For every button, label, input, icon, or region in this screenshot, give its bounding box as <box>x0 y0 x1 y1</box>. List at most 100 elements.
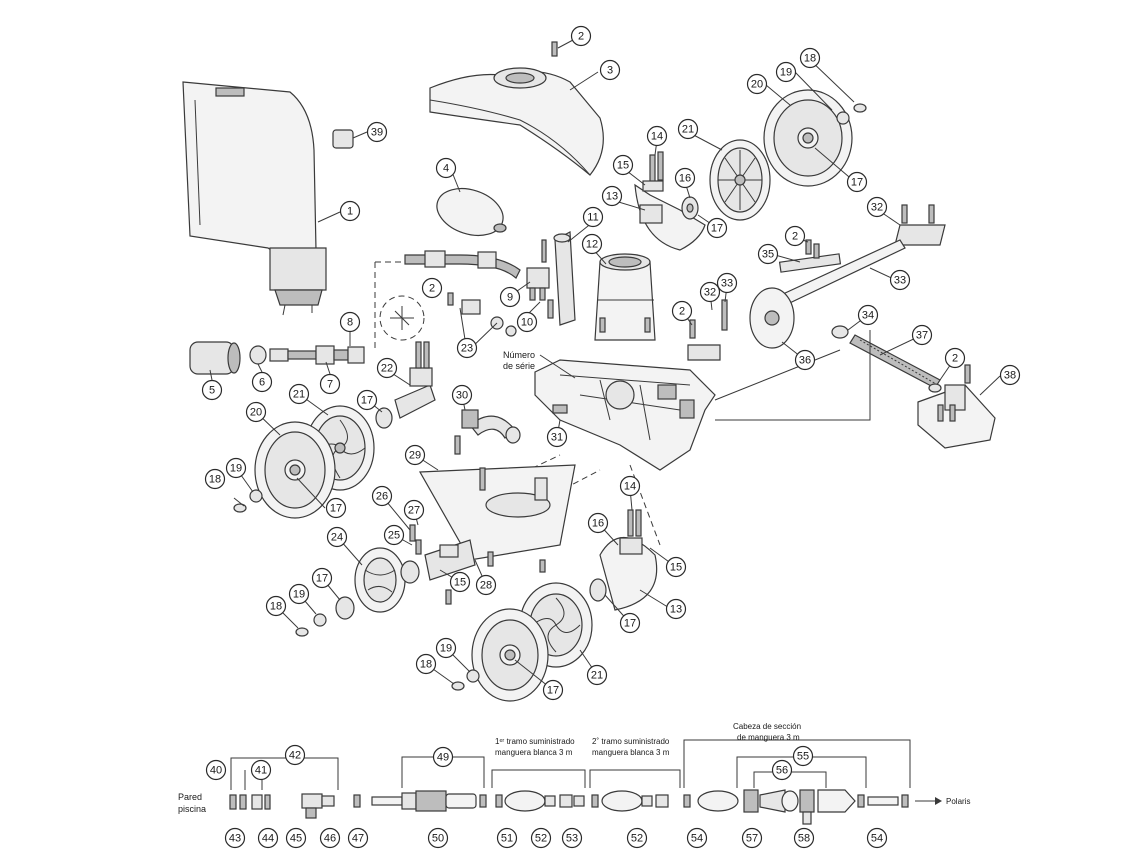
callout-number: 41 <box>255 765 267 777</box>
callout-number: 38 <box>1004 370 1016 382</box>
callout-number: 17 <box>316 573 328 585</box>
callout-13-1: 13 <box>601 185 623 207</box>
callout-number: 19 <box>230 463 242 475</box>
callout-number: 21 <box>682 124 694 136</box>
hose1-label-2: manguera blanca 3 m <box>495 748 573 757</box>
callout-31: 31 <box>546 426 568 448</box>
callout-54-2: 54 <box>866 827 888 849</box>
callout-16-1: 16 <box>674 167 696 189</box>
callout-number: 12 <box>586 239 598 251</box>
callout-54-1: 54 <box>686 827 708 849</box>
callout-14-1: 14 <box>646 125 668 147</box>
callout-number: 15 <box>454 577 466 589</box>
callout-number: 28 <box>480 580 492 592</box>
callout-33-2: 33 <box>889 269 911 291</box>
callout-19-3: 19 <box>288 583 310 605</box>
gear-assembly-lower-left <box>354 524 494 613</box>
cap-18-left <box>233 503 247 513</box>
left-bearing-22 <box>375 341 436 429</box>
parts-9-10-11 <box>526 231 576 326</box>
callout-number: 17 <box>624 618 636 630</box>
callout-number: 20 <box>751 79 763 91</box>
callout-number: 17 <box>361 395 373 407</box>
callout-15-1: 15 <box>612 154 634 176</box>
callout-33-1: 33 <box>716 272 738 294</box>
callout-15-2: 15 <box>449 571 471 593</box>
callout-39: 39 <box>366 121 388 143</box>
callout-18-3: 18 <box>265 595 287 617</box>
callout-45: 45 <box>285 827 307 849</box>
callout-number: 42 <box>289 750 301 762</box>
callout-number: 6 <box>259 377 265 389</box>
callout-number: 21 <box>591 670 603 682</box>
callout-number: 54 <box>871 833 883 845</box>
callout-number: 47 <box>352 833 364 845</box>
callout-number: 55 <box>797 751 809 763</box>
callout-52-2: 52 <box>626 827 648 849</box>
wheel-left-20 <box>254 421 336 519</box>
callout-17-4: 17 <box>325 497 347 519</box>
callout-5: 5 <box>201 379 223 401</box>
callout-28: 28 <box>475 574 497 596</box>
callout-number: 2 <box>679 306 685 318</box>
wheel-upper-21 <box>709 139 771 221</box>
callout-7: 7 <box>319 373 341 395</box>
callout-number: 17 <box>330 503 342 515</box>
callout-number: 19 <box>440 643 452 655</box>
callout-number: 39 <box>371 127 383 139</box>
callout-44: 44 <box>257 827 279 849</box>
callout-29: 29 <box>404 444 426 466</box>
callout-58: 58 <box>793 827 815 849</box>
part-39-clip <box>332 129 354 149</box>
cap-18-lower <box>451 681 465 691</box>
hose-assembly-left <box>189 341 365 375</box>
head-label-1: Cabeza de sección <box>733 722 801 731</box>
nut-34 <box>831 325 849 339</box>
callout-17-3: 17 <box>356 389 378 411</box>
callout-number: 37 <box>916 330 928 342</box>
callout-2-1: 2 <box>570 25 592 47</box>
inset-circle <box>379 295 425 341</box>
callout-number: 16 <box>592 518 604 530</box>
callout-number: 29 <box>409 450 421 462</box>
callout-19-2: 19 <box>225 457 247 479</box>
callout-50: 50 <box>427 827 449 849</box>
callout-18-4: 18 <box>415 653 437 675</box>
callout-number: 2 <box>952 353 958 365</box>
callout-number: 2 <box>792 231 798 243</box>
washer-2-right <box>928 383 942 393</box>
callout-11: 11 <box>582 206 604 228</box>
callout-number: 17 <box>547 685 559 697</box>
callout-21-1: 21 <box>677 118 699 140</box>
callout-38: 38 <box>999 364 1021 386</box>
callout-number: 19 <box>780 67 792 79</box>
callout-10: 10 <box>516 311 538 333</box>
callout-number: 43 <box>229 833 241 845</box>
callout-46: 46 <box>319 827 341 849</box>
upper-right-bearing <box>634 151 706 251</box>
callout-number: 56 <box>776 765 788 777</box>
callout-number: 51 <box>501 833 513 845</box>
callout-47: 47 <box>347 827 369 849</box>
callout-23: 23 <box>456 337 478 359</box>
callout-number: 23 <box>461 343 473 355</box>
wall-label-2: piscina <box>178 804 206 814</box>
callout-21-2: 21 <box>288 383 310 405</box>
callout-number: 16 <box>679 173 691 185</box>
callout-18-2: 18 <box>204 468 226 490</box>
callout-number: 35 <box>762 249 774 261</box>
callout-21-3: 21 <box>586 664 608 686</box>
callout-number: 11 <box>587 212 598 224</box>
bracket-head <box>683 739 911 788</box>
callout-number: 33 <box>894 275 906 287</box>
callout-number: 44 <box>262 833 274 845</box>
callout-22: 22 <box>376 357 398 379</box>
callout-number: 53 <box>566 833 578 845</box>
callout-41: 41 <box>250 759 272 781</box>
callout-25: 25 <box>383 524 405 546</box>
callout-number: 54 <box>691 833 703 845</box>
washer-19-lower <box>466 669 480 683</box>
callout-55: 55 <box>792 745 814 767</box>
